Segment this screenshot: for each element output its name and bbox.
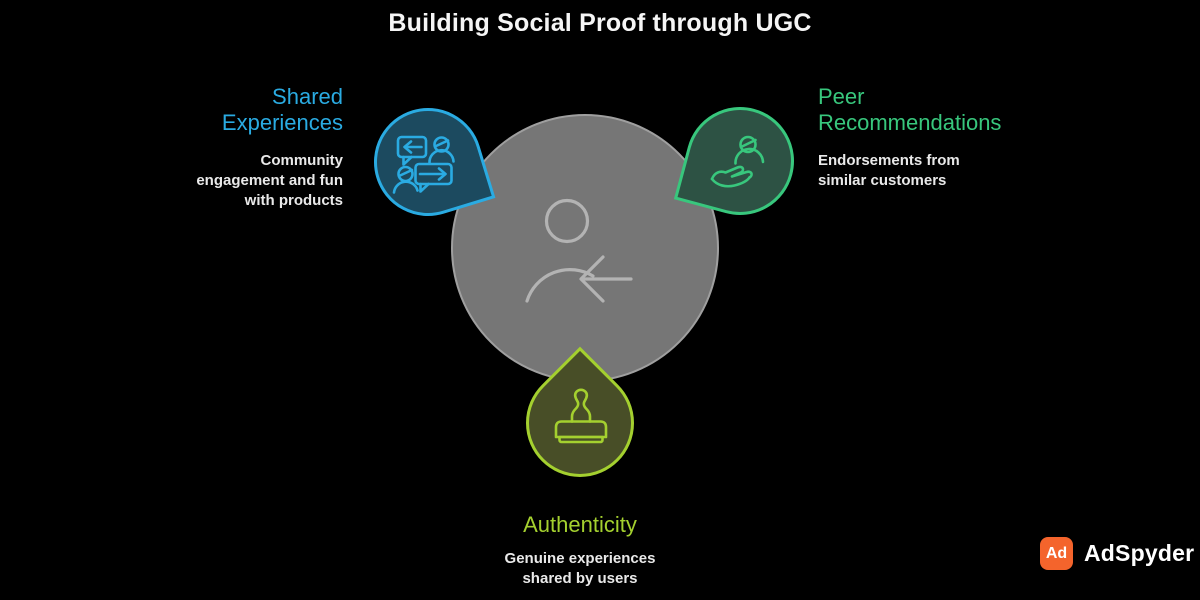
node-label: Shared Experiences	[221, 84, 343, 135]
center-circle	[451, 114, 719, 382]
page-title: Building Social Proof through UGC	[388, 9, 812, 37]
node-label: Peer Recommendations	[818, 84, 1002, 135]
node-peer-recommendations: Peer Recommendations Endorsements from s…	[818, 84, 1088, 191]
adspyder-logo-text: AdSpyder	[1084, 540, 1195, 566]
node-label: Authenticity	[523, 512, 637, 537]
node-description: Genuine experiences shared by users	[504, 550, 656, 587]
user-with-arrow-icon	[525, 198, 633, 303]
adspyder-logo-mark-icon: Ad	[1040, 537, 1073, 570]
node-authenticity: Authenticity Genuine experiences shared …	[430, 512, 730, 589]
node-shared-experiences: Shared Experiences Community engagement …	[60, 84, 343, 211]
adspyder-logo: Ad AdSpyder	[1040, 537, 1194, 570]
node-description: Endorsements from similar customers	[818, 152, 960, 189]
hand-holding-person-icon	[710, 135, 765, 188]
node-description: Community engagement and fun with produc…	[196, 152, 343, 209]
stamp-icon	[554, 388, 608, 444]
conversation-icon	[392, 135, 455, 194]
